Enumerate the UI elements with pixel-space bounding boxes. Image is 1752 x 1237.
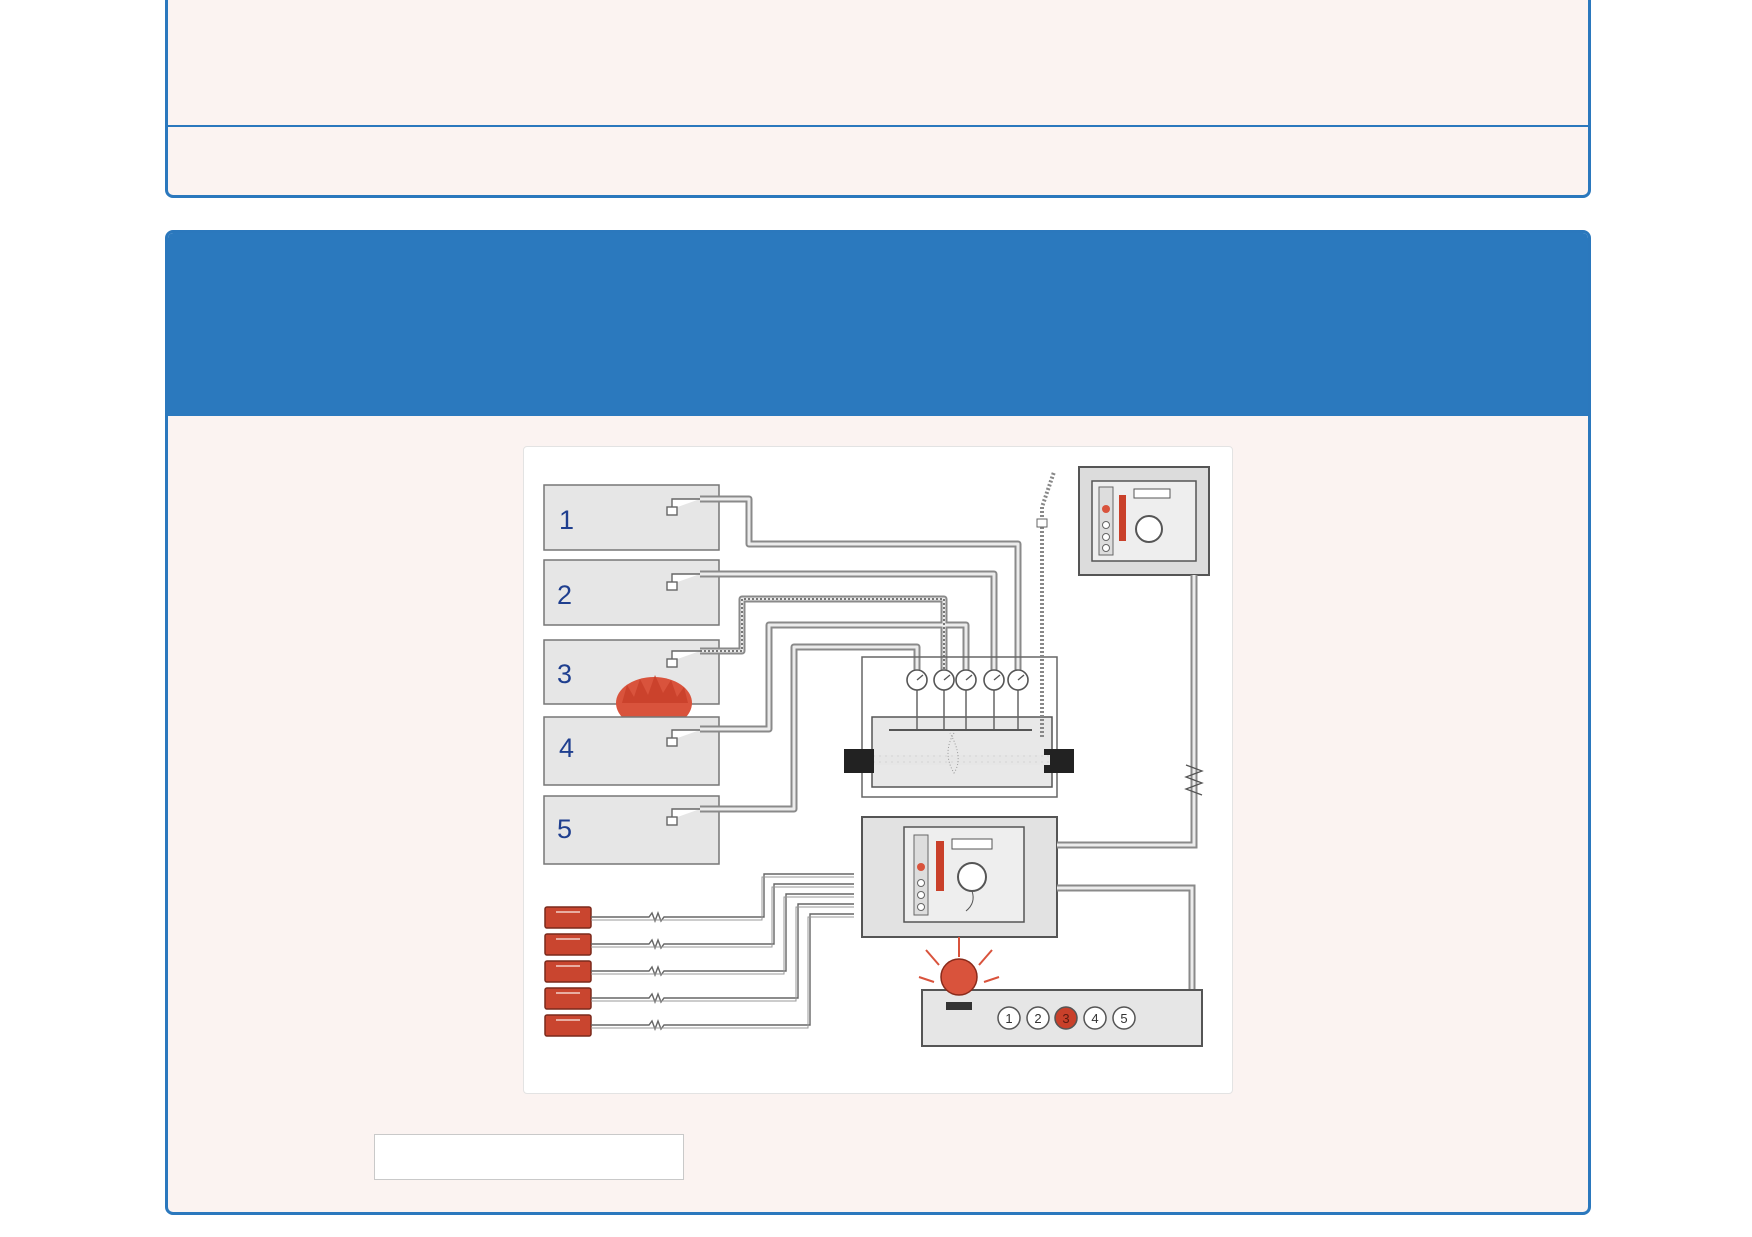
indicator-label-4: 4 — [1091, 1011, 1098, 1026]
manual-call-points — [544, 906, 592, 1037]
alarm-indicator-panel: 1 2 3 4 5 — [918, 937, 1203, 1047]
remote-panel-cable — [1057, 575, 1204, 849]
zone-label-1: 1 — [559, 505, 574, 535]
valve-gauge-icons — [906, 669, 1029, 691]
top-card — [165, 0, 1591, 198]
indicator-label-1: 1 — [1005, 1011, 1012, 1026]
analyzer-clamp-left — [844, 749, 874, 773]
zone-room-4: 4 — [543, 716, 720, 786]
smoke-detector-icons — [666, 498, 700, 826]
main-card: 1 2 3 4 5 — [165, 230, 1591, 1215]
zone-room-2: 2 — [543, 559, 720, 626]
zone-label-3: 3 — [557, 659, 572, 689]
remote-control-panel — [1078, 466, 1210, 576]
fire-detection-system-diagram: 1 2 3 4 5 — [523, 446, 1233, 1094]
alarm-bell-icon — [918, 937, 1000, 983]
zone-label-4: 4 — [559, 733, 574, 763]
alarm-panel-cable — [1057, 884, 1196, 990]
zone-label-2: 2 — [557, 580, 572, 610]
call-point-wires — [591, 873, 854, 1031]
card-header-bar — [168, 233, 1588, 416]
control-unit — [861, 816, 1058, 938]
sampling-pipes — [700, 495, 1022, 813]
active-indicator-icon — [1054, 1006, 1078, 1030]
zone-room-1: 1 — [543, 484, 720, 551]
zone-label-5: 5 — [557, 814, 572, 844]
indicator-label-3: 3 — [1062, 1011, 1069, 1026]
zone-room-5: 5 — [543, 795, 720, 865]
card-divider — [168, 125, 1588, 127]
indicator-label-2: 2 — [1034, 1011, 1041, 1026]
indicator-label-5: 5 — [1120, 1011, 1127, 1026]
caption-box — [374, 1134, 684, 1180]
call-point-wires-shadow — [591, 876, 854, 1029]
zone-room-3: 3 — [543, 639, 720, 729]
analyzer-unit — [844, 471, 1074, 798]
